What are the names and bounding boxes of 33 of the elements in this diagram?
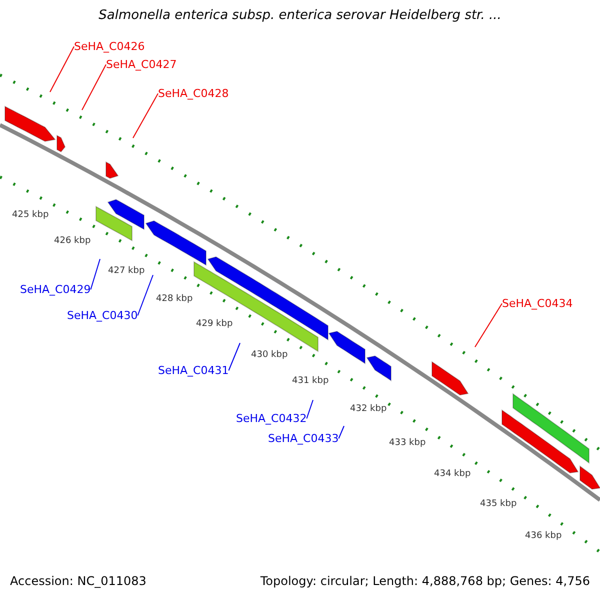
title: Salmonella enterica subsp. enterica serovar Heidelberg str. ... — [98, 8, 502, 23]
scale-label: 427 kbp — [108, 266, 145, 277]
scale-label: 434 kbp — [434, 469, 471, 480]
gene-label: SeHA_C0427 — [106, 58, 177, 71]
gene-label: SeHA_C0432 — [236, 412, 307, 425]
scale-label: 426 kbp — [54, 236, 91, 247]
scale-label: 428 kbp — [156, 294, 193, 305]
leader-line — [50, 46, 74, 92]
gene-label: SeHA_C0426 — [74, 40, 145, 53]
leader-line — [82, 64, 106, 110]
gene-label: SeHA_C0431 — [158, 364, 229, 377]
leader-line — [306, 400, 314, 419]
gene-label: SeHA_C0428 — [158, 87, 229, 100]
scale-label: 436 kbp — [525, 531, 562, 542]
leader-line — [228, 342, 240, 371]
scale-label: 432 kbp — [350, 404, 387, 415]
scale-label: 431 kbp — [292, 376, 329, 387]
leader-line — [338, 426, 344, 439]
gene-label: SeHA_C0429 — [20, 283, 91, 296]
gene-label: SeHA_C0434 — [502, 297, 573, 310]
scale-label: 430 kbp — [251, 350, 288, 361]
footer-text: Accession: NC_011083 — [10, 574, 146, 588]
scale-label: 425 kbp — [12, 210, 49, 221]
scale-label: 433 kbp — [389, 438, 426, 449]
gene-label: SeHA_C0430 — [67, 309, 138, 322]
leader-line — [90, 258, 100, 290]
leader-line — [132, 93, 158, 138]
scale-label: 429 kbp — [196, 319, 233, 330]
leader-line — [137, 274, 154, 316]
scale-label: 435 kbp — [480, 499, 517, 510]
footer-text: Topology: circular; Length: 4,888,768 bp; Genes: 4,756 — [260, 574, 590, 588]
leader-line — [474, 303, 502, 348]
gene-label: SeHA_C0433 — [268, 432, 339, 445]
